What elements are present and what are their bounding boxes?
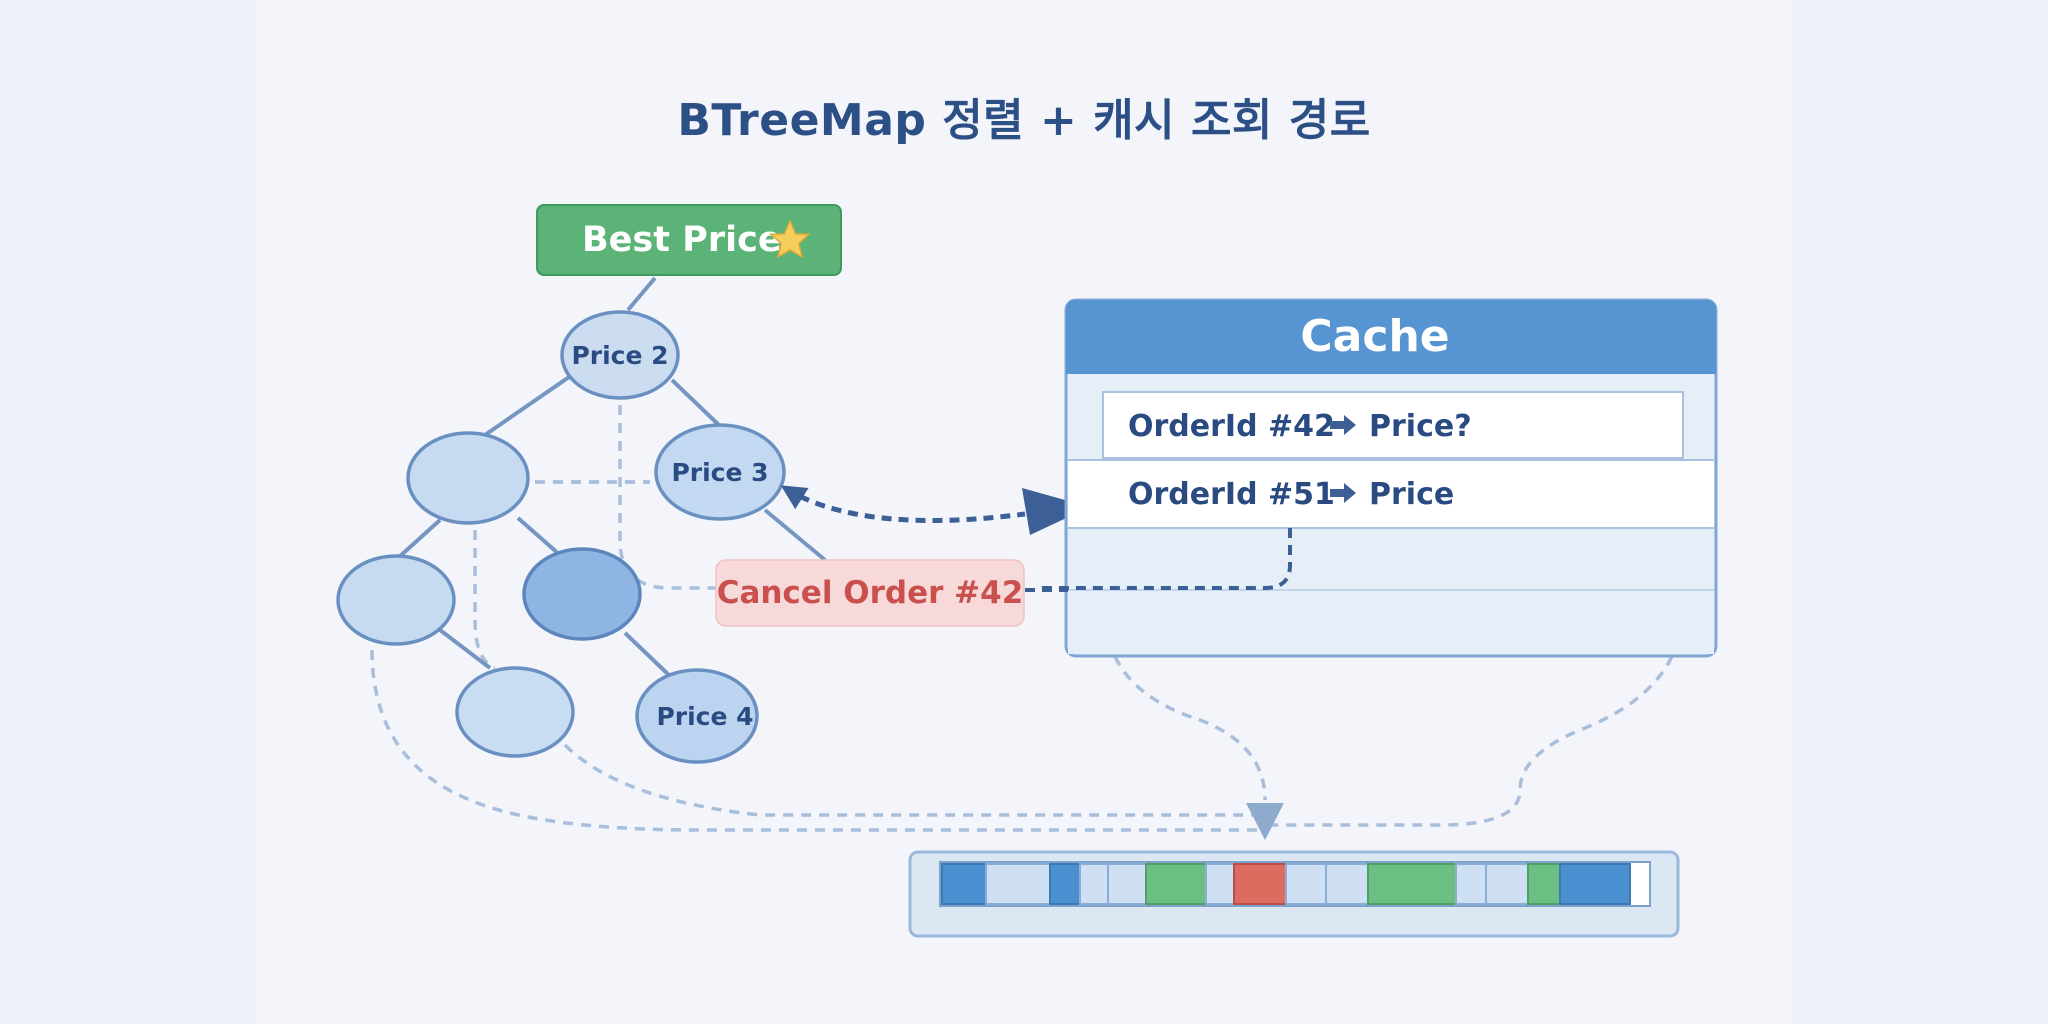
best-price-badge: Best Price: [536, 204, 842, 276]
best-price-label: Best Price: [582, 220, 782, 260]
right-arrow-icon: [1330, 483, 1356, 503]
star-icon: [769, 219, 811, 259]
cache-panel: Cache OrderId #42 Price? OrderId #51 Pri…: [1040, 298, 1718, 658]
cache-row-1[interactable]: [1102, 391, 1684, 459]
cache-link-arrow: [780, 485, 1026, 523]
tree-node-left-left[interactable]: [336, 554, 456, 646]
memory-block-light: [1205, 863, 1235, 905]
memory-block-blue: [1559, 863, 1631, 905]
tree-node-left-right[interactable]: [522, 547, 642, 641]
tree-node-left-right-child[interactable]: Price 4: [635, 668, 759, 764]
cache-row-1-key: OrderId #42: [1128, 409, 1335, 444]
tree-node-label: Price 3: [671, 458, 768, 487]
cache-link-arrow-head: [1022, 488, 1090, 535]
memory-block-green: [1367, 863, 1457, 905]
memory-block-red: [1233, 863, 1287, 905]
cancel-order-badge: Cancel Order #42: [715, 559, 1068, 627]
memory-block-green: [1527, 863, 1561, 905]
memory-block-blue: [941, 863, 987, 905]
cache-row-1-value: Price?: [1369, 409, 1472, 444]
path-cache-right: [1270, 460, 1684, 827]
tree-node-left-left-child[interactable]: [455, 666, 575, 758]
memory-block-light: [1285, 863, 1327, 905]
cache-title: Cache: [1300, 311, 1449, 362]
memory-block-light: [1325, 863, 1369, 905]
memory-block-light: [1107, 863, 1147, 905]
page-title: BTreeMap 정렬 + 캐시 조회 경로: [677, 95, 1371, 146]
tree-node-root[interactable]: Price 2: [560, 310, 680, 400]
memory-block-light: [985, 863, 1051, 905]
tree-node-label: Price 4: [656, 702, 753, 731]
memory-block-light: [1455, 863, 1487, 905]
memory-block-light: [1079, 863, 1109, 905]
memory-arrow-head: [1246, 803, 1284, 840]
tree-edges: [396, 276, 827, 680]
tree-node-right[interactable]: Price 3: [654, 423, 786, 521]
path-left-sub: [473, 530, 496, 670]
memory-blocks: [941, 863, 1631, 905]
path-tree-to-memory-2: [563, 743, 1265, 817]
path-tree-to-memory-1: [370, 649, 1265, 832]
cache-inner-path: [1040, 528, 1292, 590]
tree-node-label: Price 2: [571, 341, 668, 370]
tree: Price 2 Price 3 Price 4: [336, 310, 786, 764]
memory-block-light: [1485, 863, 1529, 905]
cache-row-2-value: Price: [1369, 477, 1454, 512]
cache-row-2-key: OrderId #51: [1128, 477, 1335, 512]
tree-node-left[interactable]: [406, 431, 530, 525]
cache-row-2[interactable]: [1068, 460, 1714, 528]
memory-block-green: [1145, 863, 1207, 905]
right-arrow-icon: [1330, 415, 1356, 435]
memory-strip: [908, 850, 1680, 938]
memory-block-blue: [1049, 863, 1081, 905]
cancel-order-label: Cancel Order #42: [717, 575, 1024, 611]
